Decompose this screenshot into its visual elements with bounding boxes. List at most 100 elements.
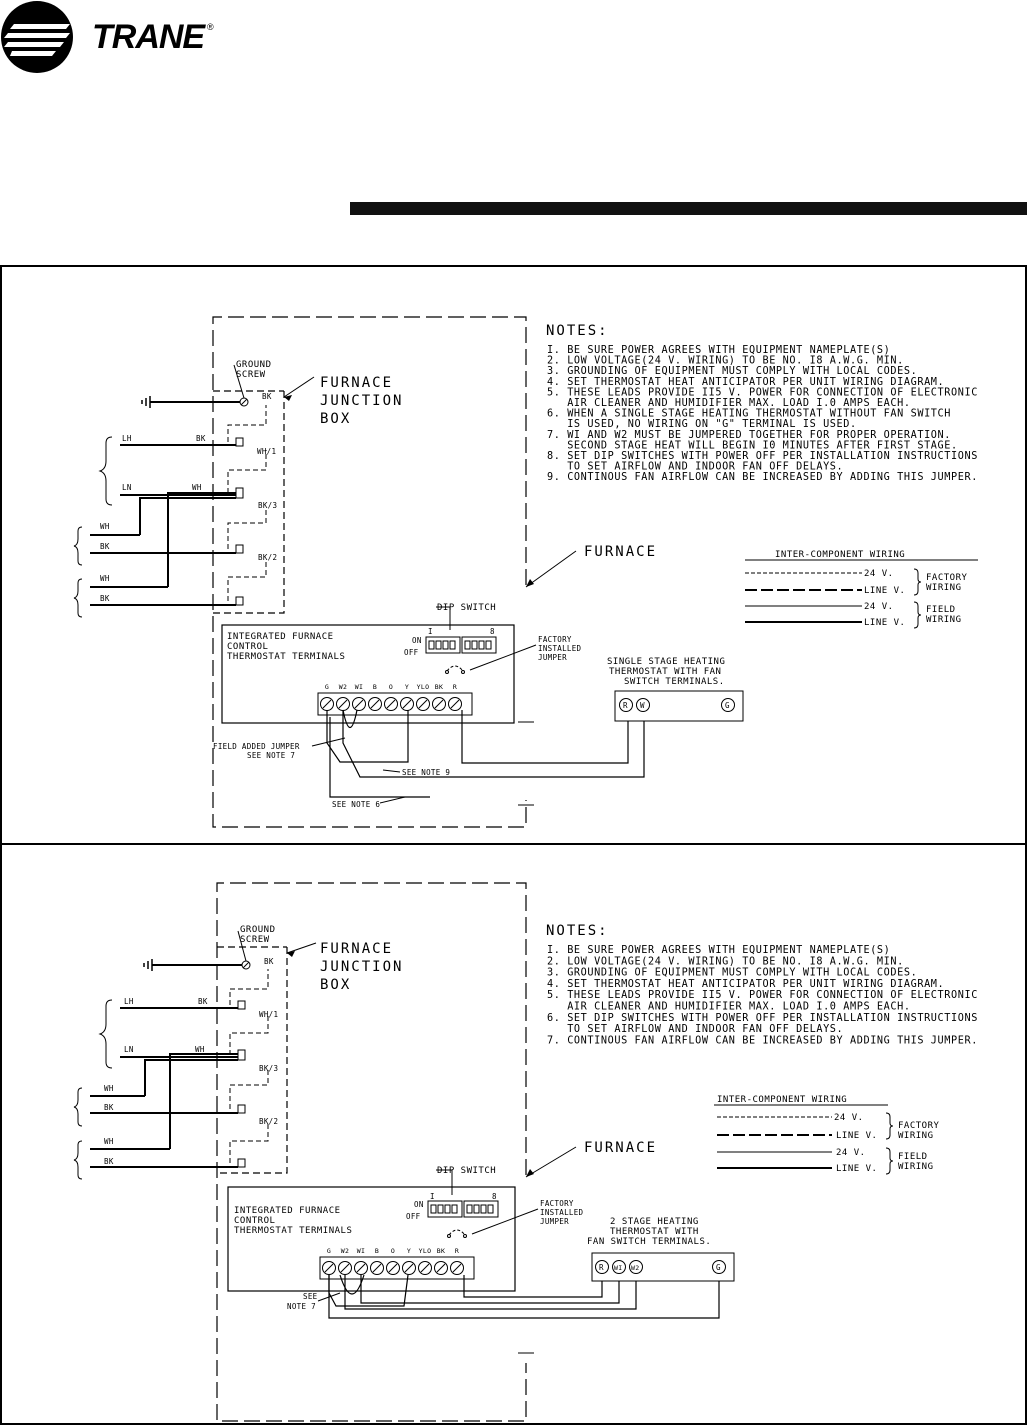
notes-title: NOTES: (546, 923, 609, 939)
note-line: 4. SET THERMOSTAT HEAT ANTICIPATOR PER U… (547, 979, 944, 990)
tstat-title-3: FAN SWITCH TERMINALS. (587, 1237, 711, 1247)
svg-text:G: G (725, 701, 730, 710)
tstat-title-1: SINGLE STAGE HEATING (607, 657, 725, 667)
earth-ground-icon (141, 396, 151, 408)
dip-off-label: OFF (406, 1212, 421, 1221)
legend-title: INTER-COMPONENT WIRING (775, 550, 905, 560)
wire-label-wh1: WH/1 (259, 1010, 278, 1019)
legend-factory-1: FACTORY (898, 1121, 940, 1131)
connector (235, 544, 244, 554)
svg-text:WI: WI (614, 1264, 622, 1272)
factory-jumper-label-3: JUMPER (540, 1217, 569, 1226)
tstat-terminal-w2: W2 (629, 1260, 643, 1274)
ifc-terminal-b: B (370, 1247, 384, 1275)
ifc-terminal-bk: BK (434, 1247, 448, 1275)
ifc-terminal-label: W2 (341, 1247, 349, 1255)
ifc-terminal-label: G (325, 683, 329, 691)
factory-jumper-label-1: FACTORY (538, 635, 572, 644)
wire-label-bk2: BK/2 (259, 1117, 278, 1126)
jb-title-1: FURNACE (320, 941, 393, 957)
svg-text:G: G (716, 1263, 721, 1272)
ifc-terminal-bk: BK (432, 683, 446, 711)
connector (237, 1158, 246, 1168)
svg-text:R: R (623, 701, 628, 710)
legend-field-line: LINE V. (836, 1164, 877, 1174)
note-line: 9. CONTINOUS FAN AIRFLOW CAN BE INCREASE… (547, 472, 978, 483)
wire-label-ln: LN (122, 483, 132, 492)
see-note-9: SEE NOTE 9 (402, 768, 450, 777)
tstat-terminal-r: R (595, 1260, 609, 1274)
brand-name: TRANE (92, 18, 206, 56)
dip-on-label: ON (412, 636, 422, 645)
jb-title-1: FURNACE (320, 375, 393, 391)
tstat-terminal-w1: WI (612, 1260, 626, 1274)
see-note-7-1: SEE (303, 1292, 318, 1301)
tstat-terminal-g: G (712, 1260, 726, 1274)
dip-switch-bank-2 (461, 636, 497, 654)
header-bar (350, 202, 1027, 215)
wiring-diagram-two-stage: FURNACE JUNCTION BOX GROUND SCREW BK WH/… (0, 843, 1027, 1425)
notes-title: NOTES: (546, 323, 609, 339)
wire-label-bk-a: BK (104, 1103, 114, 1112)
connector (237, 1049, 246, 1061)
ifc-terminal-label: YLO (417, 683, 430, 691)
dip-switch-label: DIP SWITCH (437, 1166, 496, 1176)
note-line: 2. LOW VOLTAGE(24 V. WIRING) TO BE NO. I… (547, 956, 904, 967)
wire-label-bk3: BK/3 (259, 1064, 278, 1073)
wire-label-bk3: BK/3 (258, 501, 277, 510)
note-line: TO SET AIRFLOW AND INDOOR FAN OFF DELAYS… (547, 1024, 843, 1035)
legend-factory-24v: 24 V. (864, 569, 894, 579)
dip-off-label: OFF (404, 648, 419, 657)
tstat-terminal-r: R (619, 698, 633, 712)
ifc-terminal-wi: WI (352, 683, 366, 711)
note-line: AIR CLEANER AND HUMIDIFIER MAX. LOAD I.0… (547, 398, 911, 409)
svg-text:W: W (640, 701, 645, 710)
ifc-terminal-g: G (322, 1247, 336, 1275)
jb-title-2: JUNCTION (320, 959, 403, 975)
ifc-terminal-o: O (384, 683, 398, 711)
note-line: 2. LOW VOLTAGE(24 V. WIRING) TO BE NO. I… (547, 356, 904, 367)
ifc-terminal-b: B (368, 683, 382, 711)
note-line: 4. SET THERMOSTAT HEAT ANTICIPATOR PER U… (547, 377, 944, 388)
ifc-terminal-label: BK (435, 683, 443, 691)
legend-field-1: FIELD (898, 1152, 928, 1162)
wire-label-wh-a: WH (100, 522, 110, 531)
tstat-terminal-g: G (721, 698, 735, 712)
wire-label-wh-ln: WH (192, 483, 202, 492)
ifc-terminal-label: G (327, 1247, 331, 1255)
ifc-terminal-wi: WI (354, 1247, 368, 1275)
dip-switch-bank-2 (463, 1200, 499, 1218)
wire-label-lh: LH (124, 997, 134, 1006)
note-line: I. BE SURE POWER AGREES WITH EQUIPMENT N… (547, 345, 890, 356)
note-line: 6. SET DIP SWITCHES WITH POWER OFF PER I… (547, 1013, 978, 1024)
legend-title: INTER-COMPONENT WIRING (717, 1095, 847, 1105)
ground-screw-label-1: GROUND (240, 925, 276, 935)
legend-field-24v: 24 V. (864, 602, 894, 612)
ifc-terminal-o: O (386, 1247, 400, 1275)
ifc-terminal-label: O (391, 1247, 395, 1255)
wiring-diagram-single-stage: FURNACE JUNCTION BOX GROUND SCREW BK (0, 265, 1027, 845)
dip-num-1: I (430, 1192, 435, 1201)
wire-label-wh-b: WH (100, 574, 110, 583)
factory-jumper-label-2: INSTALLED (538, 644, 582, 653)
wire-label-wh-ln: WH (195, 1045, 205, 1054)
ifc-terminal-label: B (373, 683, 377, 691)
field-jumper-label-2: SEE NOTE 7 (247, 751, 295, 760)
dip-switch-bank-1 (427, 1200, 463, 1218)
legend-field-24v: 24 V. (836, 1148, 866, 1158)
factory-jumper-label-1: FACTORY (540, 1199, 574, 1208)
note-line: SECOND STAGE HEAT WILL BEGIN I0 MINUTES … (547, 440, 958, 451)
svg-text:R: R (599, 1263, 604, 1272)
tstat-terminal-w: W (636, 698, 650, 712)
see-note-7-2: NOTE 7 (287, 1302, 316, 1311)
ifc-label-1: INTEGRATED FURNACE (227, 632, 334, 642)
legend-field-1: FIELD (926, 605, 956, 615)
ifc-terminal-r: R (448, 683, 462, 711)
note-line: 7. WI AND W2 MUST BE JUMPERED TOGETHER F… (547, 430, 951, 441)
ifc-terminal-label: WI (355, 683, 363, 691)
tstat-title-3: SWITCH TERMINALS. (624, 677, 725, 687)
note-line: AIR CLEANER AND HUMIDIFIER MAX. LOAD I.0… (547, 1002, 911, 1013)
wire-label-lh: LH (122, 434, 132, 443)
legend-factory-2: WIRING (898, 1131, 934, 1141)
